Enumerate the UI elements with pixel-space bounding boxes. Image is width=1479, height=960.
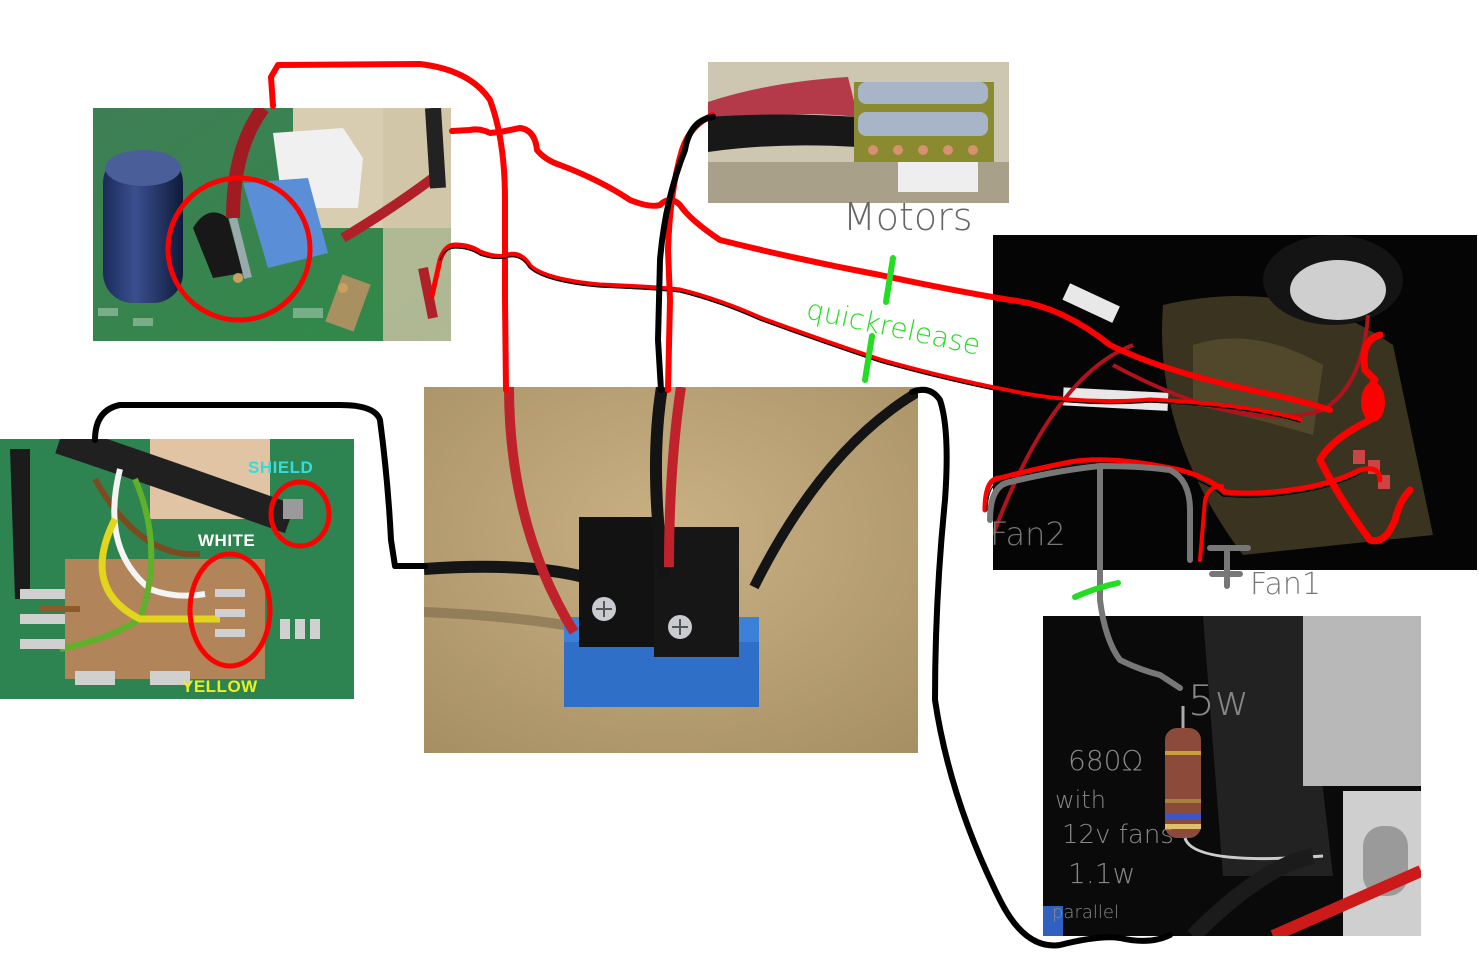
shield-wire-label: SHIELD — [248, 458, 314, 477]
red-wire-motor-to-terminal — [665, 112, 716, 393]
white-wire-label: WHITE — [198, 531, 256, 550]
photo-terminal-block — [424, 387, 918, 753]
quick-release-marker-fan — [1072, 580, 1121, 600]
photo-fan-housing — [993, 235, 1477, 570]
photo-usb-cable-solder: SHIELD WHITE YELLOW — [0, 439, 354, 699]
quick-release-label: quickrelease — [804, 293, 984, 362]
photo-resistor-fan-mount — [1043, 616, 1421, 936]
photo-mainboard-power-tap — [93, 108, 451, 341]
black-wire-motor-to-terminal — [655, 114, 716, 393]
photo-motor-connector-board — [708, 62, 1009, 203]
quick-release-marker-top — [883, 255, 896, 305]
yellow-wire-label: YELLOW — [182, 677, 258, 696]
fan1-label: Fan1 — [1250, 567, 1321, 602]
quick-release-marker-bottom — [862, 333, 875, 383]
